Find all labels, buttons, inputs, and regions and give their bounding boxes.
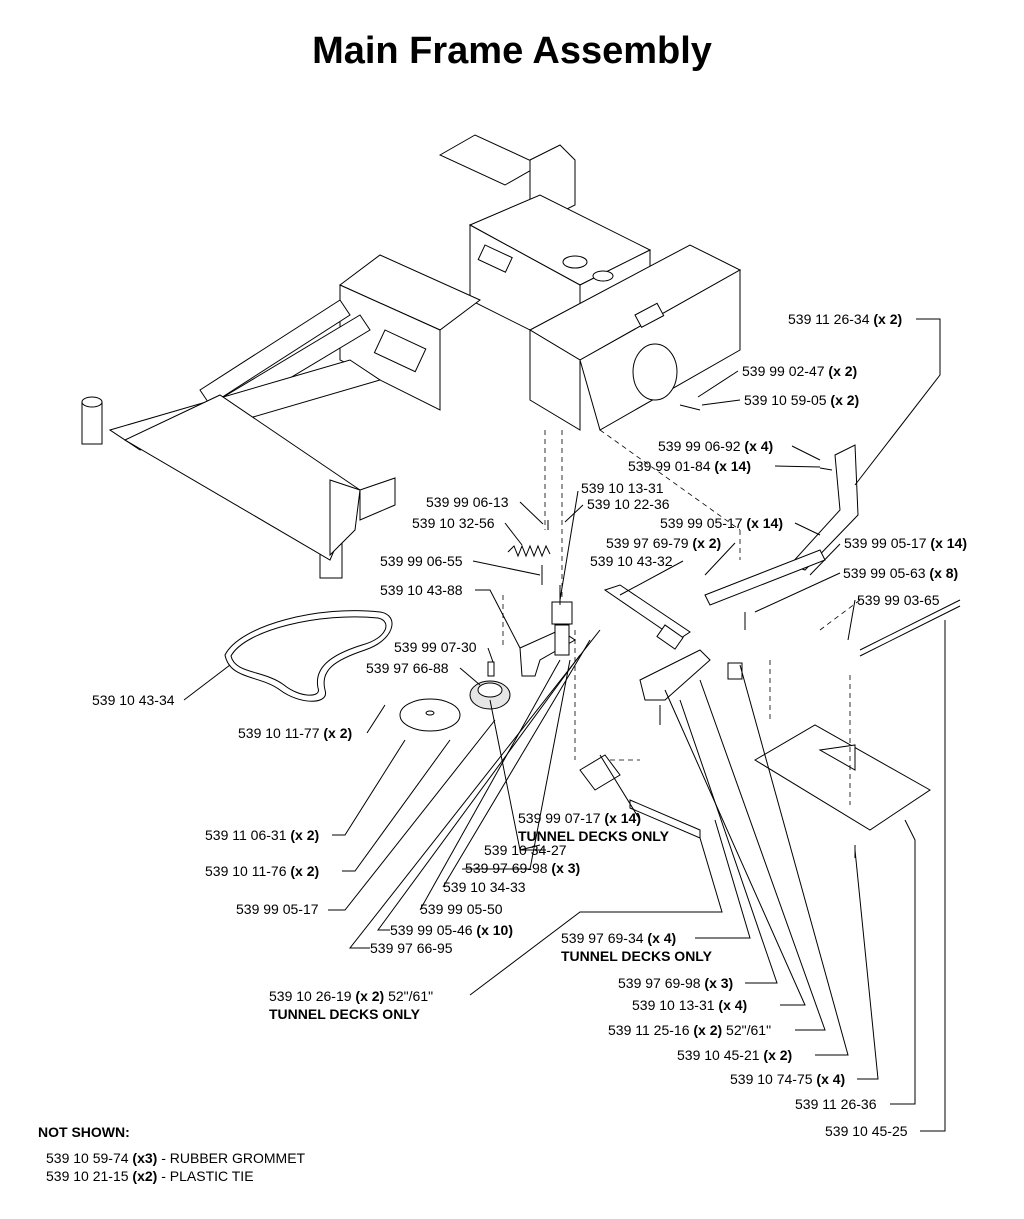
part-label: 539 99 02-47 (x 2) [742,363,857,379]
part-label: 539 99 07-17 (x 14) [518,810,641,826]
part-label: 539 99 06-13 [426,494,509,510]
part-label: 539 10 43-88 [380,582,463,598]
part-label: 539 99 01-84 (x 14) [628,458,751,474]
part-label: 539 10 13-31 (x 4) [632,997,747,1013]
not-shown-item: 539 10 59-74 (x3) - RUBBER GROMMET [46,1150,306,1166]
part-label: 539 11 25-16 (x 2) 52"/61" [608,1022,771,1038]
part-label: 539 10 45-25 [825,1123,908,1139]
part-label: 539 10 11-76 (x 2) [205,863,319,879]
part-label: 539 99 07-30 [394,639,477,655]
part-label: 539 99 06-92 (x 4) [658,438,773,454]
leader-lines [183,318,946,1132]
assembly-dashed-lines [502,429,861,805]
part-label: 539 99 05-50 [420,901,503,917]
part-label: 539 10 34-27 [484,842,567,858]
part-note: TUNNEL DECKS ONLY [518,828,670,844]
part-label: 539 10 74-75 (x 4) [730,1071,845,1087]
part-label: 539 97 66-88 [366,660,449,676]
part-label: 539 99 05-17 (x 14) [844,535,967,551]
part-label: 539 99 05-17 [236,901,319,917]
part-label: 539 10 11-77 (x 2) [238,725,352,741]
part-label: 539 11 06-31 (x 2) [205,827,319,843]
part-label: 539 11 26-34 (x 2) [788,311,902,327]
part-label: 539 99 03-65 [857,592,940,608]
part-label: 539 99 05-17 (x 14) [660,515,783,531]
part-label: 539 97 69-34 (x 4) [561,930,676,946]
part-label: 539 99 05-46 (x 10) [390,922,513,938]
not-shown-heading: NOT SHOWN: [38,1124,130,1140]
part-note: TUNNEL DECKS ONLY [561,948,713,964]
part-label: 539 99 05-63 (x 8) [843,565,958,581]
part-label: 539 99 06-55 [380,553,463,569]
part-label: 539 10 59-05 (x 2) [744,392,859,408]
part-label: 539 10 26-19 (x 2) 52"/61" [269,988,433,1004]
part-labels: 539 11 26-34 (x 2) 539 99 02-47 (x 2) 53… [92,311,967,1139]
part-label: 539 97 66-95 [370,940,453,956]
part-label: 539 97 69-98 (x 3) [465,860,580,876]
part-label: 539 97 69-98 (x 3) [618,975,733,991]
part-note: TUNNEL DECKS ONLY [269,1006,421,1022]
part-label: 539 10 43-34 [92,692,175,708]
main-frame-drawing [81,134,742,579]
part-label: 539 10 34-33 [443,879,526,895]
part-label: 539 10 45-21 (x 2) [677,1047,792,1063]
part-label: 539 10 22-36 [587,496,670,512]
page-title: Main Frame Assembly [312,30,712,72]
part-label: 539 11 26-36 [795,1096,877,1112]
part-label: 539 10 13-31 [581,480,664,496]
component-parts [224,404,961,858]
part-label: 539 10 43-32 [590,553,673,569]
part-label: 539 10 32-56 [412,515,495,531]
part-label: 539 97 69-79 (x 2) [606,535,721,551]
not-shown-item: 539 10 21-15 (x2) - PLASTIC TIE [46,1168,254,1184]
